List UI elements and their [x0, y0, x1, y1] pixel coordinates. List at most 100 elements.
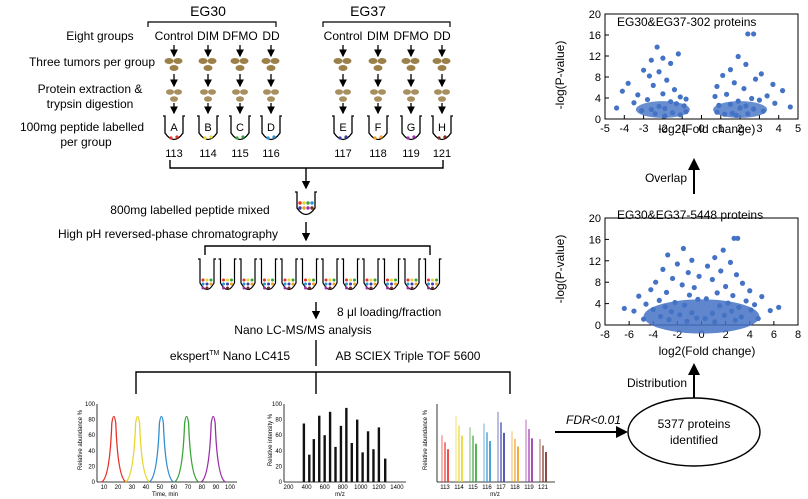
mixed-dot: [306, 201, 310, 205]
workflow-right: FDR<0.01 5377 proteins identified Distri…: [555, 158, 761, 467]
reporter-bar: [489, 441, 491, 482]
volcano-bottom-ytick: 8: [595, 277, 601, 289]
reporter-bar: [514, 438, 516, 482]
volcano-bottom-ylabel: -log(P-value): [553, 235, 567, 304]
eg30-condition-dfmo: DFMO: [222, 29, 257, 43]
volcano-top-title: EG30&EG37-302 proteins: [617, 15, 756, 29]
volcano-bottom-point: [679, 282, 685, 288]
ekspert-superscript: TM: [209, 350, 219, 357]
volcano-top-point: [656, 103, 662, 109]
ms1-ytick: 60: [275, 433, 282, 439]
eg37-bracket: [322, 21, 451, 27]
ms1-ytick: 0: [279, 480, 283, 486]
volcano-bottom-xtick: -6: [624, 329, 634, 341]
fraction-dot: [365, 286, 369, 290]
volcano-bottom-point: [736, 304, 742, 310]
mixed-dot: [310, 206, 314, 210]
volcano-bottom-point: [732, 317, 738, 323]
fraction-dot: [304, 286, 307, 290]
volcano-bottom-xlabel: log2(Fold change): [659, 344, 756, 358]
fraction-dot: [406, 282, 410, 286]
volcano-top-point: [756, 97, 763, 103]
tumor-icon: [401, 58, 411, 64]
fraction-dot: [435, 282, 438, 286]
labelled-tube-icon: [229, 115, 251, 141]
fraction-dot: [431, 282, 434, 286]
tumor-icon: [432, 58, 442, 64]
volcano-bottom-point: [709, 276, 715, 283]
rep-xtick: 119: [524, 485, 534, 491]
tube-dot: [209, 135, 213, 139]
pellet-icon: [204, 96, 212, 102]
pellet-icon: [339, 96, 347, 102]
absciex-label: AB SCIEX Triple TOF 5600: [336, 349, 481, 363]
three-tumors-label: Three tumors per group: [29, 55, 155, 69]
ms1-bar: [361, 452, 364, 482]
pellet-cluster-icon: [335, 89, 351, 102]
fraction-dot: [373, 282, 377, 286]
fraction-dot: [308, 282, 311, 286]
rep-xtick: 114: [454, 485, 464, 491]
isobaric-tag-label: 118: [369, 148, 387, 160]
tube-dot: [241, 135, 245, 139]
fraction-dot: [271, 278, 274, 282]
isobaric-tag-label: 113: [165, 148, 183, 160]
tumor-cluster-icon: [198, 58, 217, 71]
volcano-top-point: [743, 103, 749, 109]
volcano-bottom-title: EG30&EG37-5448 proteins: [617, 208, 763, 222]
reporter-bar: [497, 411, 499, 482]
labelled-tube-icon: [367, 115, 389, 141]
volcano-top-ytick: 20: [589, 9, 601, 21]
ms1-bar: [372, 449, 375, 482]
volcano-bottom-point: [755, 315, 761, 322]
pellet-icon: [442, 89, 450, 95]
volcano-top-ylabel: -log(P-value): [553, 41, 567, 110]
volcano-top-point: [648, 106, 654, 113]
fraction-dot: [345, 286, 348, 290]
tube-dot: [169, 136, 173, 140]
volcano-top-point: [741, 85, 747, 92]
fraction-dot: [427, 282, 430, 286]
pellet-cluster-icon: [263, 89, 279, 102]
volcano-top-point: [751, 106, 757, 112]
fraction-dot: [250, 278, 254, 282]
chrom-ytick: 40: [88, 449, 95, 455]
volcano-top-point: [723, 91, 730, 97]
fraction-tube: [321, 258, 339, 291]
fraction-dot: [386, 282, 389, 286]
volcano-top-xtick: -3: [639, 123, 649, 135]
fraction-dot: [287, 278, 291, 282]
tumor-icon: [377, 58, 387, 64]
volcano-top-point: [752, 76, 759, 82]
chrom-ytick: 80: [88, 418, 95, 424]
pellet-icon: [170, 96, 178, 102]
mixed-tube: [295, 191, 317, 216]
volcano-top-point: [733, 112, 739, 118]
volcano-bottom-point: [727, 259, 734, 266]
fraction-dot: [287, 282, 291, 286]
tube-letter: G: [407, 122, 416, 134]
fraction-dot: [324, 278, 328, 282]
volcano-bottom-point: [643, 301, 649, 307]
reporter-bar: [475, 443, 477, 482]
ms1-xlabel: m/z: [335, 492, 345, 498]
reporter-bar: [455, 415, 457, 482]
volcano-bottom-xtick: 6: [771, 329, 777, 341]
chrom-xtick: 40: [143, 485, 150, 491]
isobaric-tag-label: 117: [334, 148, 352, 160]
volcano-bottom-ytick: 4: [595, 299, 601, 311]
isobaric-tag-label: 121: [433, 148, 451, 160]
reporter-bar: [469, 427, 471, 482]
ms1-ytick: 100: [272, 402, 283, 408]
fraction-dot: [369, 286, 373, 290]
overlap-label: Overlap: [645, 171, 687, 185]
volcano-top-point: [722, 111, 728, 117]
fraction-dot: [242, 278, 246, 282]
ms1-spectrum-panel: Relative intensity % m/z 020406080100200…: [268, 402, 406, 498]
fraction-dot: [406, 286, 410, 290]
tumor-icon: [368, 58, 378, 64]
pellet-icon: [378, 89, 386, 95]
chrom-peak: [200, 415, 226, 483]
volcano-bottom-xtick: 4: [747, 329, 753, 341]
